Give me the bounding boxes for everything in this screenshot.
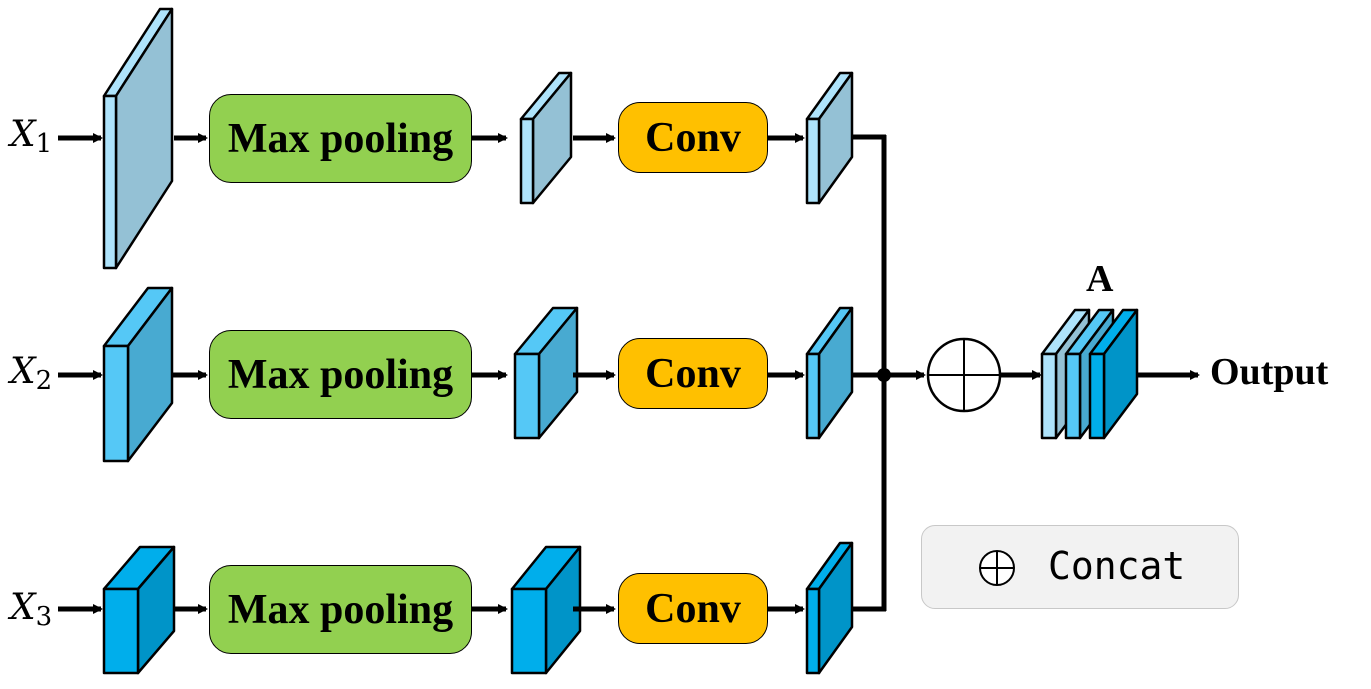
feature-map-input-3 <box>102 545 176 675</box>
feature-map-conv-3 <box>805 541 854 675</box>
max-pooling-box-1: Max pooling <box>209 94 472 183</box>
concat-result-label: A <box>1086 258 1114 300</box>
concat-map-3 <box>1088 308 1139 440</box>
conv-box-1: Conv <box>618 102 768 173</box>
input-label-x1: X1 <box>10 114 53 159</box>
junction-dot <box>877 368 891 382</box>
concat-operator-icon <box>926 337 1002 413</box>
input-label-x2: X2 <box>10 351 53 396</box>
concat-icon <box>979 550 1015 586</box>
feature-map-pooled-2 <box>513 306 579 440</box>
legend-label: Concat <box>1048 544 1186 588</box>
feature-blocks <box>102 7 1139 675</box>
legend: Concat <box>921 525 1239 609</box>
conv-box-3: Conv <box>618 573 768 644</box>
output-label: Output <box>1210 351 1329 393</box>
conv-box-2: Conv <box>618 338 768 409</box>
feature-map-pooled-3 <box>510 545 582 675</box>
connector-lines <box>58 133 1200 614</box>
max-pooling-box-2: Max pooling <box>209 330 472 419</box>
feature-map-input-1 <box>102 7 174 270</box>
max-pooling-box-3: Max pooling <box>209 565 472 654</box>
feature-map-conv-1 <box>805 71 854 205</box>
feature-map-input-2 <box>102 286 174 463</box>
feature-map-conv-2 <box>805 306 854 440</box>
feature-map-pooled-1 <box>519 71 573 205</box>
input-label-x3: X3 <box>10 587 53 632</box>
